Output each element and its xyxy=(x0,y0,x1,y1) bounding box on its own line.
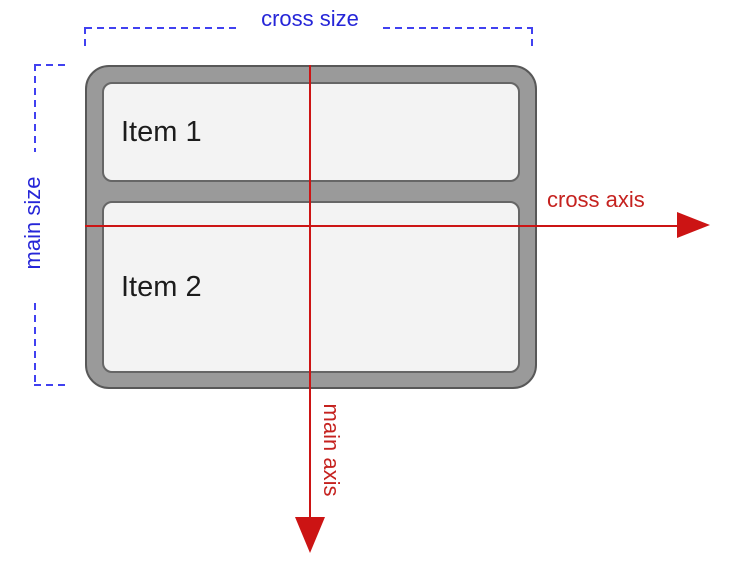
cross-size-dash-right xyxy=(383,27,533,29)
main-size-dash-bottom xyxy=(34,303,36,386)
cross-axis-arrowhead-icon xyxy=(677,212,710,238)
main-size-dash-hook-top xyxy=(34,64,66,66)
flex-item-2-label: Item 2 xyxy=(121,270,202,303)
main-axis-line xyxy=(309,65,311,518)
cross-size-dash-hook-right xyxy=(531,27,533,51)
flex-item-1: Item 1 xyxy=(102,82,520,182)
cross-size-dash-hook-left xyxy=(84,27,86,51)
flex-item-1-label: Item 1 xyxy=(121,115,202,148)
flex-item-2: Item 2 xyxy=(102,201,520,373)
main-axis-arrowhead-icon xyxy=(295,517,325,553)
main-size-dash-top xyxy=(34,64,36,152)
cross-axis-line xyxy=(85,225,677,227)
cross-size-label: cross size xyxy=(261,6,359,31)
cross-size-dash-left xyxy=(85,27,237,29)
cross-axis-label: cross axis xyxy=(547,187,645,212)
main-axis-label: main axis xyxy=(319,403,344,497)
main-size-label: main size xyxy=(20,176,45,270)
main-size-dash-hook-bottom xyxy=(34,384,66,386)
